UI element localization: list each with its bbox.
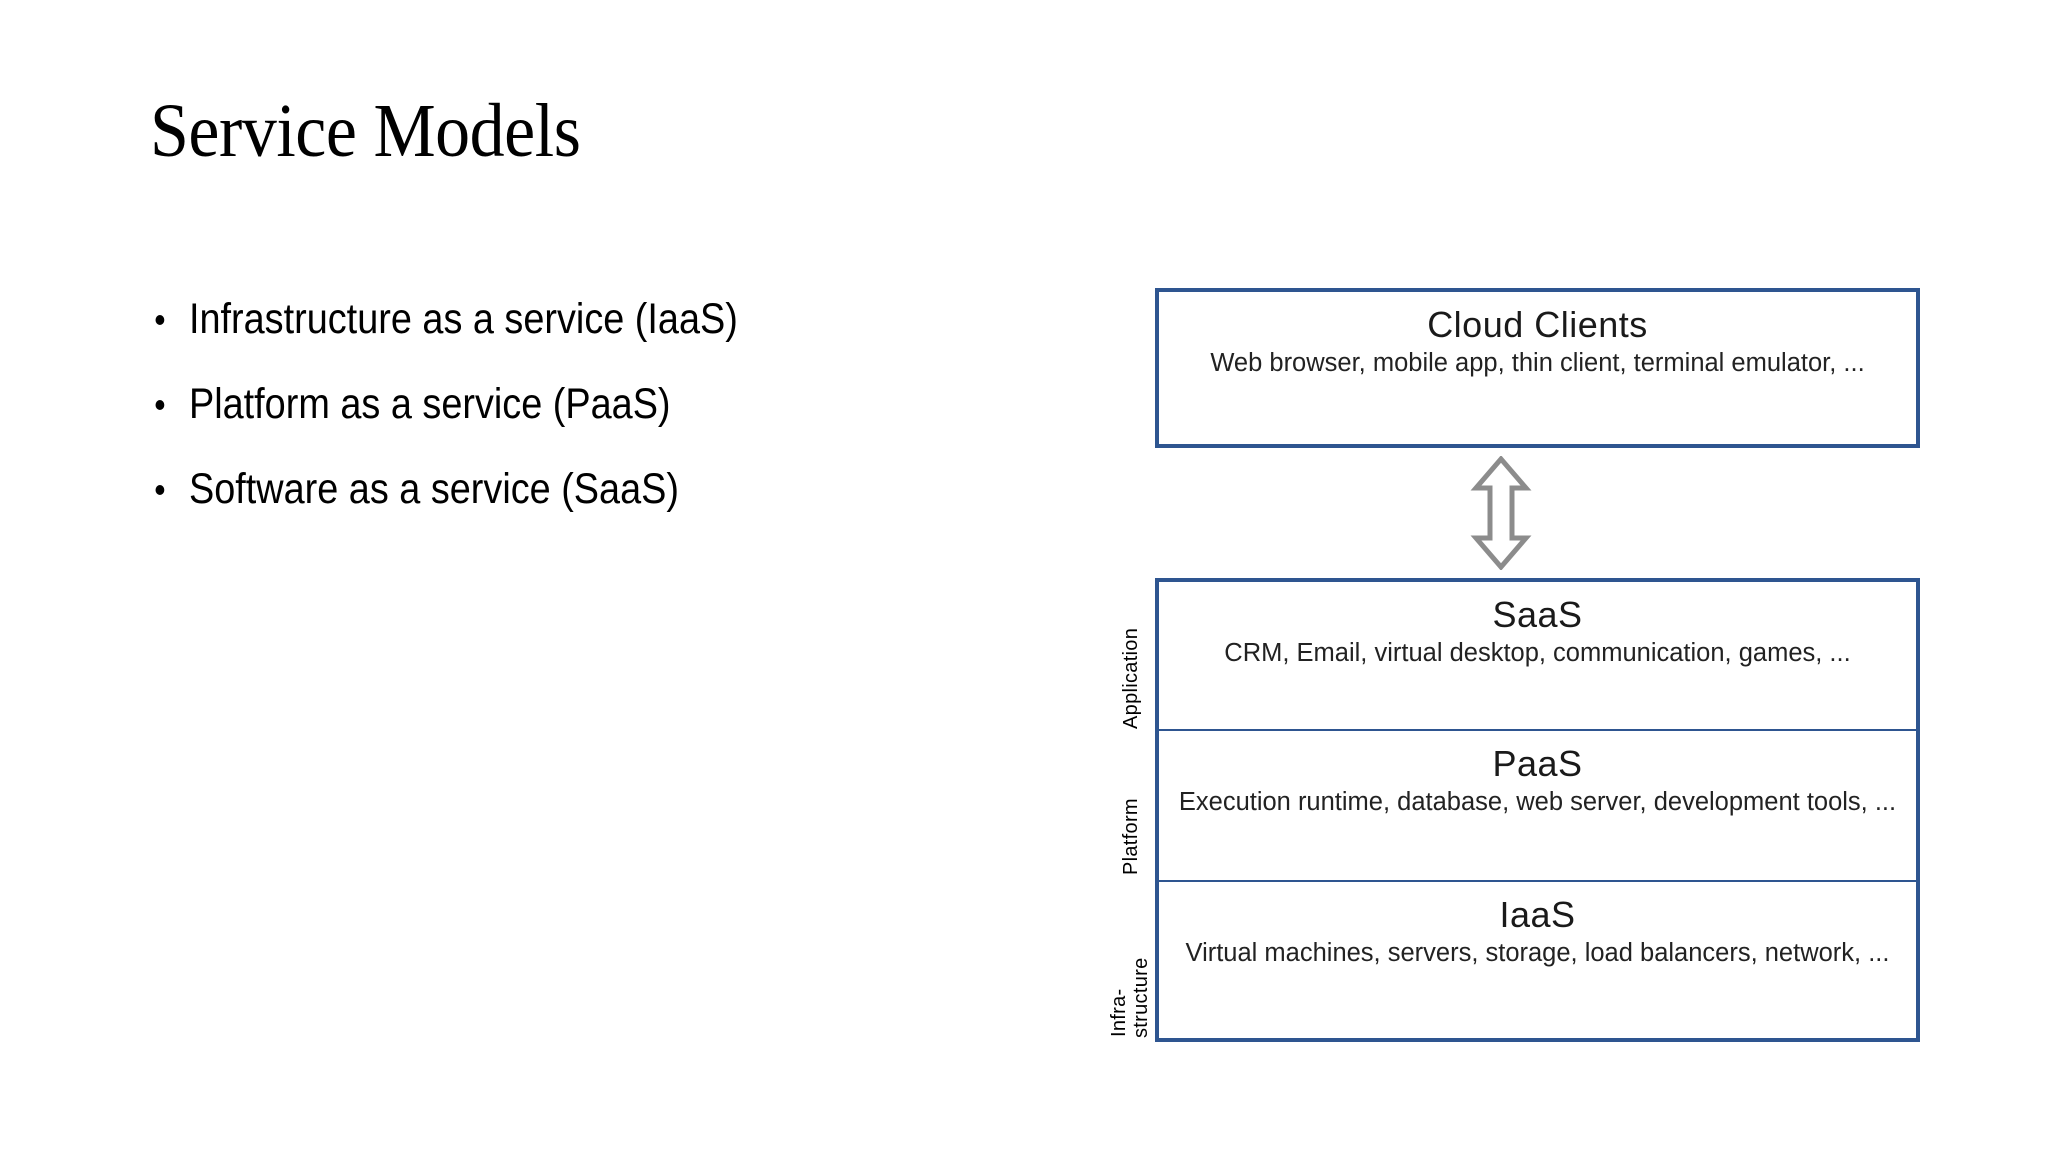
diagram-box-cloud-clients: Cloud Clients Web browser, mobile app, t… [1155, 288, 1920, 448]
side-label-infrastructure-line1: Infra- [1108, 988, 1130, 1037]
diagram-box-saas: SaaS CRM, Email, virtual desktop, commun… [1155, 578, 1920, 733]
list-item: Platform as a service (PaaS) [152, 383, 944, 426]
bullet-list: Infrastructure as a service (IaaS) Platf… [152, 298, 1052, 511]
box-title: PaaS [1492, 743, 1583, 784]
diagram-box-iaas: IaaS Virtual machines, servers, storage,… [1155, 880, 1920, 1042]
double-arrow-icon [1470, 455, 1532, 571]
bullet-dot-icon [155, 399, 165, 410]
box-title: SaaS [1492, 594, 1583, 635]
list-item-label: Software as a service (SaaS) [188, 465, 679, 513]
side-label-infrastructure-line2: structure [1130, 957, 1152, 1038]
cloud-service-stack-diagram: Cloud Clients Web browser, mobile app, t… [1100, 288, 1920, 1058]
diagram-box-paas: PaaS Execution runtime, database, web se… [1155, 729, 1920, 884]
list-item: Software as a service (SaaS) [152, 468, 944, 511]
box-description: Virtual machines, servers, storage, load… [1185, 938, 1890, 967]
side-label-platform: Platform [1120, 798, 1142, 875]
list-item-label: Platform as a service (PaaS) [188, 380, 671, 428]
box-description: Web browser, mobile app, thin client, te… [1210, 348, 1865, 377]
page-title: Service Models [150, 89, 581, 173]
box-description: Execution runtime, database, web server,… [1178, 787, 1897, 816]
bullet-dot-icon [155, 314, 165, 325]
box-title: IaaS [1499, 894, 1576, 935]
list-item: Infrastructure as a service (IaaS) [152, 298, 944, 341]
side-label-application: Application [1120, 627, 1142, 729]
bullet-dot-icon [155, 484, 165, 495]
list-item-label: Infrastructure as a service (IaaS) [188, 295, 738, 343]
box-title: Cloud Clients [1427, 304, 1648, 345]
box-description: CRM, Email, virtual desktop, communicati… [1224, 638, 1851, 667]
